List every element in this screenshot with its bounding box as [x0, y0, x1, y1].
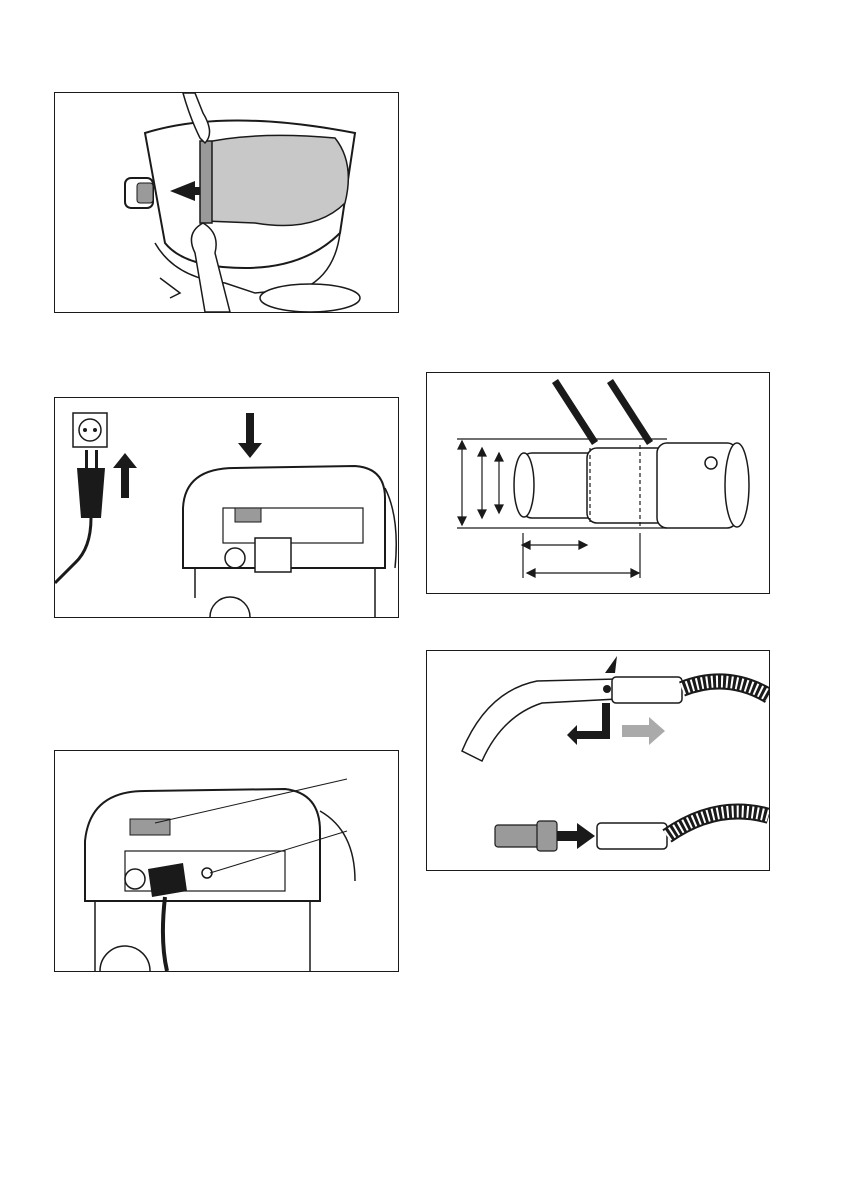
plug-power-tool-illustration [55, 751, 398, 971]
bag-collar [200, 141, 212, 223]
adapter-sleeve [514, 443, 749, 528]
unplug-illustration [55, 398, 398, 617]
up-arrow-icon [113, 453, 137, 498]
saw-blade-icon [552, 379, 653, 445]
filter-bag-illustration [55, 93, 398, 312]
switch-button [235, 508, 261, 522]
hose-handle [462, 679, 617, 761]
power-tool-plug [148, 863, 187, 971]
figure-unplug-mains [54, 397, 399, 618]
figure-adapter-sleeve [426, 372, 770, 594]
pull-arrow-icon [567, 703, 610, 745]
socket-icon [73, 413, 107, 447]
press-arrow-icon [605, 656, 617, 673]
hose-adapter-illustration [427, 651, 769, 870]
adapter-nozzle [495, 821, 557, 851]
vacuum-head [183, 466, 396, 617]
vacuum-head [85, 789, 355, 971]
figure-plug-power-tool [54, 750, 399, 972]
release-arrow-icon [622, 717, 665, 745]
filter-bag [203, 135, 348, 225]
attach-arrow-icon [557, 823, 595, 849]
adapter-sleeve-illustration [427, 373, 769, 593]
plug-icon [55, 450, 105, 583]
figure-hose-adapter [426, 650, 770, 871]
down-arrow-icon [238, 413, 262, 458]
figure-insert-filter-bag [54, 92, 399, 313]
